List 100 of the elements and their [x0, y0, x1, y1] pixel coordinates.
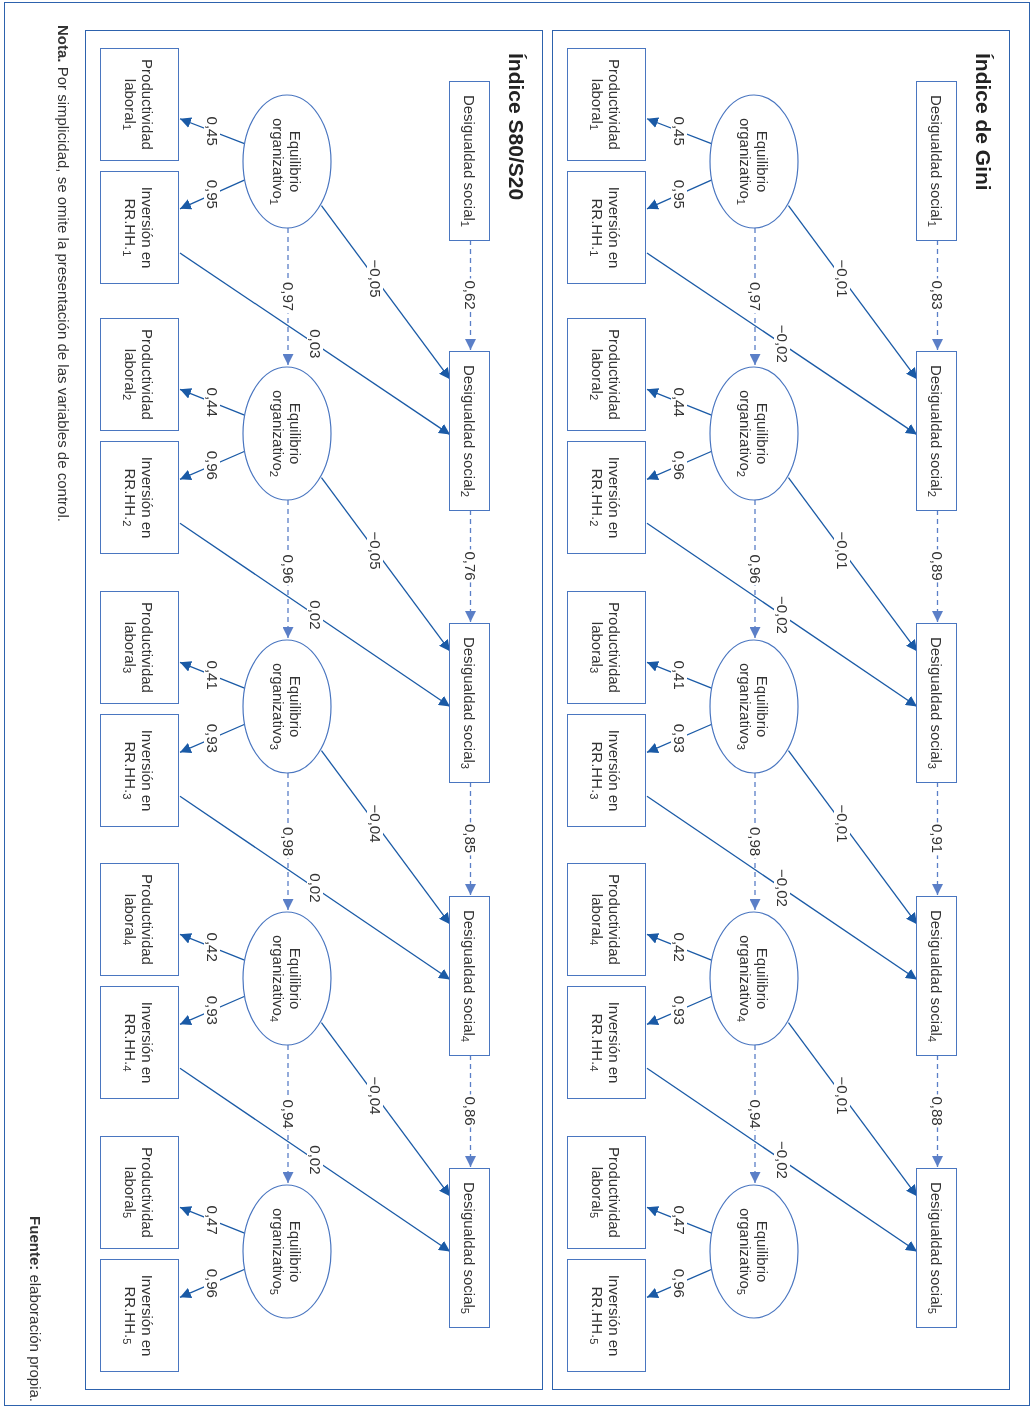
arrow — [320, 477, 451, 652]
edge-label: 0,42 — [671, 930, 688, 964]
arrow — [320, 1022, 451, 1197]
edge-label: 0,02 — [307, 871, 323, 905]
observed-variable-box — [100, 48, 179, 161]
observed-variable-box — [449, 896, 490, 1056]
observed-variable-box — [567, 591, 646, 704]
latent-variable-ellipse — [242, 639, 332, 774]
arrow — [179, 522, 451, 708]
edge-label: 0,41 — [204, 658, 221, 692]
edge-label: 0,98 — [747, 824, 763, 859]
observed-variable-box — [567, 441, 646, 554]
edge-label: 0,47 — [671, 1203, 688, 1237]
latent-variable-ellipse — [242, 1184, 332, 1319]
edge-label: −0,02 — [774, 866, 790, 909]
latent-variable-ellipse — [709, 911, 799, 1046]
edge-label: 0,47 — [204, 1203, 221, 1237]
observed-variable-box — [567, 1136, 646, 1249]
edge-label: 0,03 — [307, 327, 323, 361]
edge-label: 0,93 — [671, 721, 688, 755]
panel-frame — [85, 30, 543, 1390]
observed-variable-box — [100, 591, 179, 704]
latent-variable-ellipse — [709, 94, 799, 229]
note-text: Fuente: elaboración propia. — [26, 1216, 45, 1402]
observed-variable-box — [567, 48, 646, 161]
edge-label: −0,01 — [834, 1074, 851, 1117]
observed-variable-box — [567, 171, 646, 284]
edge-label: −0,05 — [367, 529, 384, 572]
edge-label: −0,01 — [834, 257, 851, 300]
edge-label: 0,96 — [671, 1266, 688, 1300]
observed-variable-box — [100, 986, 179, 1099]
observed-variable-box — [567, 714, 646, 827]
edge-label: −0,04 — [367, 802, 384, 845]
arrow — [320, 750, 451, 925]
arrow — [646, 522, 918, 708]
edge-label: −0,01 — [834, 802, 851, 845]
observed-variable-box — [567, 863, 646, 976]
edge-label: −0,02 — [774, 1138, 790, 1181]
edge-label: 0,97 — [747, 279, 763, 314]
observed-variable-box — [449, 1168, 490, 1328]
observed-variable-box — [567, 1259, 646, 1372]
observed-variable-box — [100, 1259, 179, 1372]
arrow — [787, 1022, 918, 1197]
edge-label: −0,04 — [367, 1074, 384, 1117]
edge-label: −0,02 — [774, 322, 790, 365]
observed-variable-box — [916, 896, 957, 1056]
edge-label: 0,94 — [280, 1097, 296, 1131]
latent-variable-ellipse — [242, 94, 332, 229]
observed-variable-box — [916, 623, 957, 783]
edge-label: 0,93 — [204, 993, 221, 1027]
edge-label: 0,97 — [280, 279, 296, 314]
panel-frame — [552, 30, 1010, 1390]
edge-label: 0,94 — [747, 1097, 763, 1131]
edge-label: 0,02 — [307, 598, 323, 632]
edge-label: −0,01 — [834, 529, 851, 572]
latent-variable-ellipse — [242, 366, 332, 501]
arrow — [179, 1067, 451, 1253]
latent-variable-ellipse — [709, 639, 799, 774]
edge-label: 0,96 — [204, 448, 221, 482]
arrow — [787, 477, 918, 652]
latent-variable-ellipse — [709, 366, 799, 501]
arrow — [787, 205, 918, 380]
observed-variable-box — [567, 318, 646, 431]
observed-variable-box — [916, 351, 957, 511]
edge-label: 0,96 — [204, 1266, 221, 1300]
observed-variable-box — [100, 171, 179, 284]
observed-variable-box — [449, 623, 490, 783]
observed-variable-box — [567, 986, 646, 1099]
arrow — [179, 795, 451, 981]
edge-label: 0,42 — [204, 930, 221, 964]
edge-label: 0,44 — [204, 385, 221, 419]
edge-label: 0,98 — [280, 824, 296, 859]
edge-label: 0,41 — [671, 658, 688, 692]
observed-variable-box — [916, 81, 957, 241]
note-text: Nota. Por simplicidad, se omite la presentación de las variables de control. — [54, 25, 73, 522]
edge-label: 0,95 — [671, 177, 688, 211]
arrow — [646, 1067, 918, 1253]
latent-variable-ellipse — [709, 1184, 799, 1319]
observed-variable-box — [100, 441, 179, 554]
edge-label: 0,45 — [204, 114, 221, 148]
edge-label: 0,96 — [671, 448, 688, 482]
edge-label: 0,44 — [671, 385, 688, 419]
observed-variable-box — [100, 318, 179, 431]
edge-label: 0,93 — [204, 721, 221, 755]
observed-variable-box — [100, 714, 179, 827]
observed-variable-box — [100, 863, 179, 976]
arrow — [320, 205, 451, 380]
edge-label: 0,95 — [204, 177, 221, 211]
edge-label: 0,96 — [747, 552, 763, 586]
edge-label: 0,02 — [307, 1143, 323, 1177]
arrow — [646, 252, 918, 436]
arrow — [787, 750, 918, 925]
panel-title: Índice de Gini — [971, 53, 996, 191]
edge-label: 0,96 — [280, 552, 296, 586]
edge-label: 0,45 — [671, 114, 688, 148]
edge-label: −0,02 — [774, 593, 790, 636]
edge-label: −0,05 — [367, 257, 384, 300]
panel-title: Índice S80/S20 — [504, 53, 529, 201]
edge-label: 0,93 — [671, 993, 688, 1027]
arrow — [646, 795, 918, 981]
